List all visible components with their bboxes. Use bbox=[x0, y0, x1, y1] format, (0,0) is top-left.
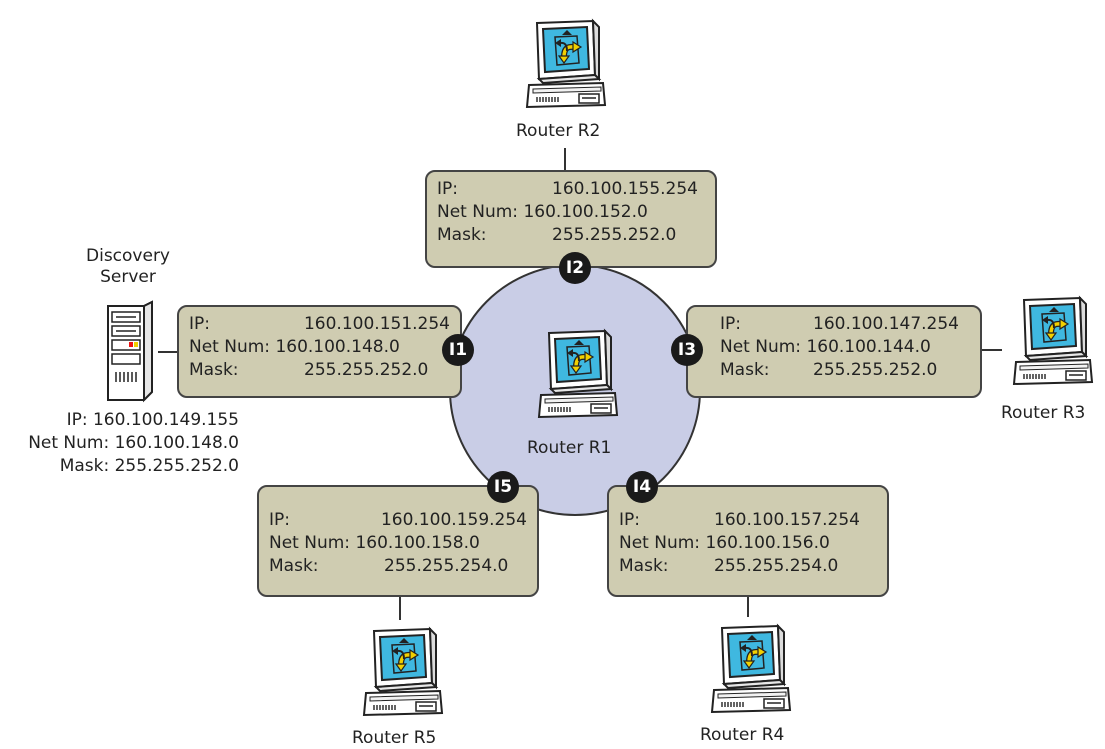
net-key: Net Num: bbox=[189, 337, 271, 357]
net-key: Net Num: bbox=[437, 202, 519, 222]
mask-row: Mask: 255.255.254.0 bbox=[619, 555, 877, 578]
ip-value: 160.100.151.254 bbox=[303, 314, 450, 334]
net-value: 160.100.148.0 bbox=[275, 337, 400, 357]
net-value: 160.100.156.0 bbox=[705, 533, 830, 553]
ip-row: IP: 160.100.147.254 bbox=[698, 313, 970, 336]
interface-badge-i4: I4 bbox=[626, 471, 658, 503]
router-label-r3: Router R3 bbox=[1001, 403, 1086, 423]
net-key: Net Num: bbox=[720, 337, 802, 357]
interface-badge-i2: I2 bbox=[559, 252, 591, 284]
mask-key: Mask: bbox=[437, 225, 487, 245]
net-key: Net Num: bbox=[269, 533, 351, 553]
ip-value: 160.100.157.254 bbox=[714, 510, 861, 530]
mask-key: Mask: bbox=[269, 556, 319, 576]
ip-value: 160.100.155.254 bbox=[552, 179, 699, 199]
router-label-r4: Router R4 bbox=[700, 725, 785, 745]
net-value: 160.100.158.0 bbox=[355, 533, 480, 553]
router-computer-icon bbox=[537, 328, 619, 419]
mask-value: 255.255.252.0 bbox=[813, 360, 938, 380]
mask-row: Mask: 255.255.252.0 bbox=[698, 359, 970, 382]
server-mask: Mask: 255.255.252.0 bbox=[59, 456, 239, 476]
server-net-num: Net Num: 160.100.148.0 bbox=[28, 433, 239, 453]
interface-badge-i3: I3 bbox=[671, 334, 703, 366]
net-row: Net Num: 160.100.144.0 bbox=[698, 336, 970, 359]
ip-row: IP: 160.100.159.254 bbox=[269, 509, 527, 532]
mask-row: Mask: 255.255.252.0 bbox=[437, 224, 705, 247]
mask-key: Mask: bbox=[619, 556, 669, 576]
ip-row: IP: 160.100.151.254 bbox=[189, 313, 450, 336]
router-computer-icon bbox=[525, 18, 607, 109]
router-label-r2: Router R2 bbox=[516, 121, 601, 141]
router-label-r1: Router R1 bbox=[527, 438, 612, 458]
mask-value: 255.255.254.0 bbox=[714, 556, 839, 576]
interface-badge-i5: I5 bbox=[487, 471, 519, 503]
ip-key: IP: bbox=[189, 314, 210, 334]
ip-key: IP: bbox=[269, 510, 290, 530]
mask-value: 255.255.252.0 bbox=[304, 360, 429, 380]
interface-box-i2: IP: 160.100.155.254 Net Num: 160.100.152.… bbox=[425, 170, 717, 268]
net-row: Net Num: 160.100.158.0 bbox=[269, 532, 527, 555]
ip-value: 160.100.159.254 bbox=[380, 510, 527, 530]
mask-row: Mask: 255.255.254.0 bbox=[269, 555, 527, 578]
server-info: IP: 160.100.149.155 Net Num: 160.100.148… bbox=[28, 409, 239, 478]
mask-value: 255.255.252.0 bbox=[552, 225, 677, 245]
router-computer-icon bbox=[710, 623, 792, 714]
mask-value: 255.255.254.0 bbox=[384, 556, 509, 576]
ip-key: IP: bbox=[619, 510, 640, 530]
net-row: Net Num: 160.100.152.0 bbox=[437, 201, 705, 224]
net-row: Net Num: 160.100.148.0 bbox=[189, 336, 450, 359]
net-key: Net Num: bbox=[619, 533, 701, 553]
router-label-r5: Router R5 bbox=[352, 728, 437, 748]
server-ip: IP: 160.100.149.155 bbox=[66, 410, 239, 430]
mask-key: Mask: bbox=[720, 360, 770, 380]
server-tower-icon bbox=[107, 300, 153, 403]
server-label: Discovery Server bbox=[78, 246, 178, 288]
router-computer-icon bbox=[1012, 295, 1094, 386]
ip-key: IP: bbox=[720, 314, 741, 334]
net-value: 160.100.144.0 bbox=[806, 337, 931, 357]
interface-box-i4: IP: 160.100.157.254 Net Num: 160.100.156.… bbox=[607, 485, 889, 597]
ip-value: 160.100.147.254 bbox=[813, 314, 960, 334]
interface-badge-i1: I1 bbox=[442, 334, 474, 366]
net-row: Net Num: 160.100.156.0 bbox=[619, 532, 877, 555]
mask-key: Mask: bbox=[189, 360, 239, 380]
server-label-line1: Discovery bbox=[86, 246, 170, 266]
net-value: 160.100.152.0 bbox=[523, 202, 648, 222]
ip-key: IP: bbox=[437, 179, 458, 199]
interface-box-i3: IP: 160.100.147.254 Net Num: 160.100.144.… bbox=[686, 305, 982, 398]
router-computer-icon bbox=[362, 626, 444, 717]
mask-row: Mask: 255.255.252.0 bbox=[189, 359, 450, 382]
server-label-line2: Server bbox=[100, 267, 156, 287]
ip-row: IP: 160.100.157.254 bbox=[619, 509, 877, 532]
interface-box-i1: IP: 160.100.151.254 Net Num: 160.100.148.… bbox=[177, 305, 462, 398]
ip-row: IP: 160.100.155.254 bbox=[437, 178, 705, 201]
interface-box-i5: IP: 160.100.159.254 Net Num: 160.100.158.… bbox=[257, 485, 539, 597]
